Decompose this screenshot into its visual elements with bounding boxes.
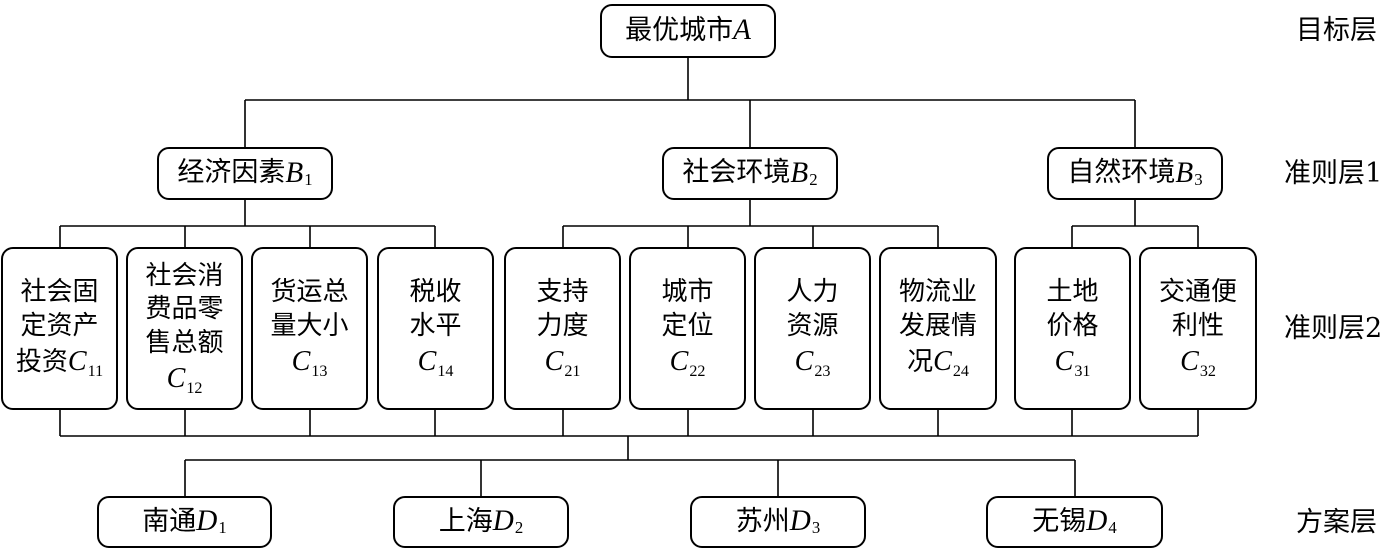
criterion-text: 自然环境 [1067, 157, 1176, 189]
alternative-variable: D [1086, 505, 1108, 538]
subcriterion-node-c32: 交通便 利性 C32 [1139, 247, 1257, 410]
subcriterion-node-c31: 土地 价格 C31 [1014, 247, 1131, 410]
goal-variable: A [733, 14, 751, 47]
subcriterion-variable: C [1180, 346, 1199, 378]
criterion-variable: B [1175, 156, 1194, 189]
subcriterion-line: 发展情 [898, 311, 977, 342]
subcriterion-subscript: 12 [186, 380, 203, 398]
subcriterion-subscript: 11 [87, 363, 104, 381]
subcriterion-node-c11: 社会固 定资产 投资C11 [1, 247, 118, 410]
layer-label-criteria-2: 准则层2 [1284, 313, 1383, 344]
subcriterion-subscript: 22 [689, 363, 706, 381]
criterion-text: 社会环境 [682, 157, 791, 189]
subcriterion-line: 人力 [786, 277, 839, 308]
criterion-subscript: 3 [1194, 169, 1203, 189]
subcriterion-subscript: 32 [1199, 363, 1216, 381]
alternative-text: 南通 [142, 505, 197, 537]
subcriterion-line: 社会固 [20, 277, 99, 308]
subcriterion-node-c13: 货运总 量大小 C13 [251, 247, 368, 410]
goal-text: 最优城市 [625, 14, 734, 46]
layer-label-criteria-1: 准则层1 [1284, 158, 1383, 189]
subcriterion-line: 投资 [15, 347, 68, 378]
alternative-text: 上海 [438, 505, 493, 537]
subcriterion-line: 土地 [1046, 277, 1099, 308]
criterion-subscript: 2 [809, 169, 818, 189]
subcriterion-line: 税收 [409, 277, 462, 308]
subcriterion-node-c12: 社会消 费品零 售总额 C12 [126, 247, 243, 410]
subcriterion-variable: C [544, 346, 564, 378]
subcriterion-line: 售总额 [145, 328, 224, 359]
subcriterion-line: 社会消 [145, 260, 224, 291]
criterion-text: 经济因素 [177, 157, 286, 189]
subcriterion-line: 货运总 [270, 277, 349, 308]
criterion-subscript: 1 [304, 169, 313, 189]
subcriterion-line: 交通便 [1158, 277, 1237, 308]
subcriterion-subscript: 24 [952, 363, 969, 381]
subcriterion-line: 城市 [661, 277, 714, 308]
alternative-text: 苏州 [735, 505, 790, 537]
alternative-subscript: 4 [1108, 518, 1117, 538]
alternative-subscript: 1 [218, 518, 227, 538]
alternative-variable: D [196, 505, 218, 538]
subcriterion-node-c14: 税收 水平 C14 [377, 247, 494, 410]
layer-label-goal: 目标层 [1296, 15, 1377, 46]
subcriterion-line: 力度 [536, 311, 589, 342]
subcriterion-variable: C [1054, 346, 1074, 378]
subcriterion-line: 水平 [409, 311, 462, 342]
subcriterion-subscript: 14 [437, 363, 454, 381]
subcriterion-line: 费品零 [145, 294, 224, 325]
subcriterion-line: 量大小 [270, 311, 349, 342]
subcriterion-subscript: 31 [1074, 363, 1091, 381]
subcriterion-line: 利性 [1171, 311, 1224, 342]
subcriterion-variable: C [67, 346, 87, 378]
subcriterion-variable: C [417, 346, 437, 378]
subcriterion-subscript: 13 [311, 363, 328, 381]
subcriterion-variable: C [291, 346, 311, 378]
subcriterion-subscript: 21 [564, 363, 581, 381]
subcriterion-node-c23: 人力 资源 C23 [754, 247, 871, 410]
subcriterion-line: 物流业 [898, 277, 977, 308]
subcriterion-node-c21: 支持 力度 C21 [504, 247, 621, 410]
subcriterion-variable: C [669, 346, 689, 378]
subcriterion-subscript: 23 [814, 363, 831, 381]
alternative-variable: D [789, 505, 811, 538]
alternative-subscript: 2 [514, 518, 524, 538]
subcriterion-line: 支持 [536, 277, 589, 308]
subcriterion-line: 定位 [661, 311, 714, 342]
subcriterion-node-c24: 物流业 发展情 况C24 [879, 247, 997, 410]
criterion-variable: B [285, 156, 304, 189]
alternative-text: 无锡 [1032, 505, 1087, 537]
subcriterion-line: 况 [907, 347, 934, 378]
subcriterion-node-c22: 城市 定位 C22 [629, 247, 746, 410]
layer-label-alternatives: 方案层 [1296, 507, 1377, 538]
subcriterion-variable: C [794, 346, 814, 378]
alternative-variable: D [492, 505, 514, 538]
subcriterion-variable: C [166, 362, 186, 394]
subcriterion-line: 定资产 [20, 311, 99, 342]
criterion-variable: B [790, 156, 809, 189]
alternative-subscript: 3 [811, 518, 821, 538]
subcriterion-variable: C [933, 346, 952, 378]
subcriterion-line: 价格 [1046, 311, 1099, 342]
subcriterion-line: 资源 [786, 311, 839, 342]
